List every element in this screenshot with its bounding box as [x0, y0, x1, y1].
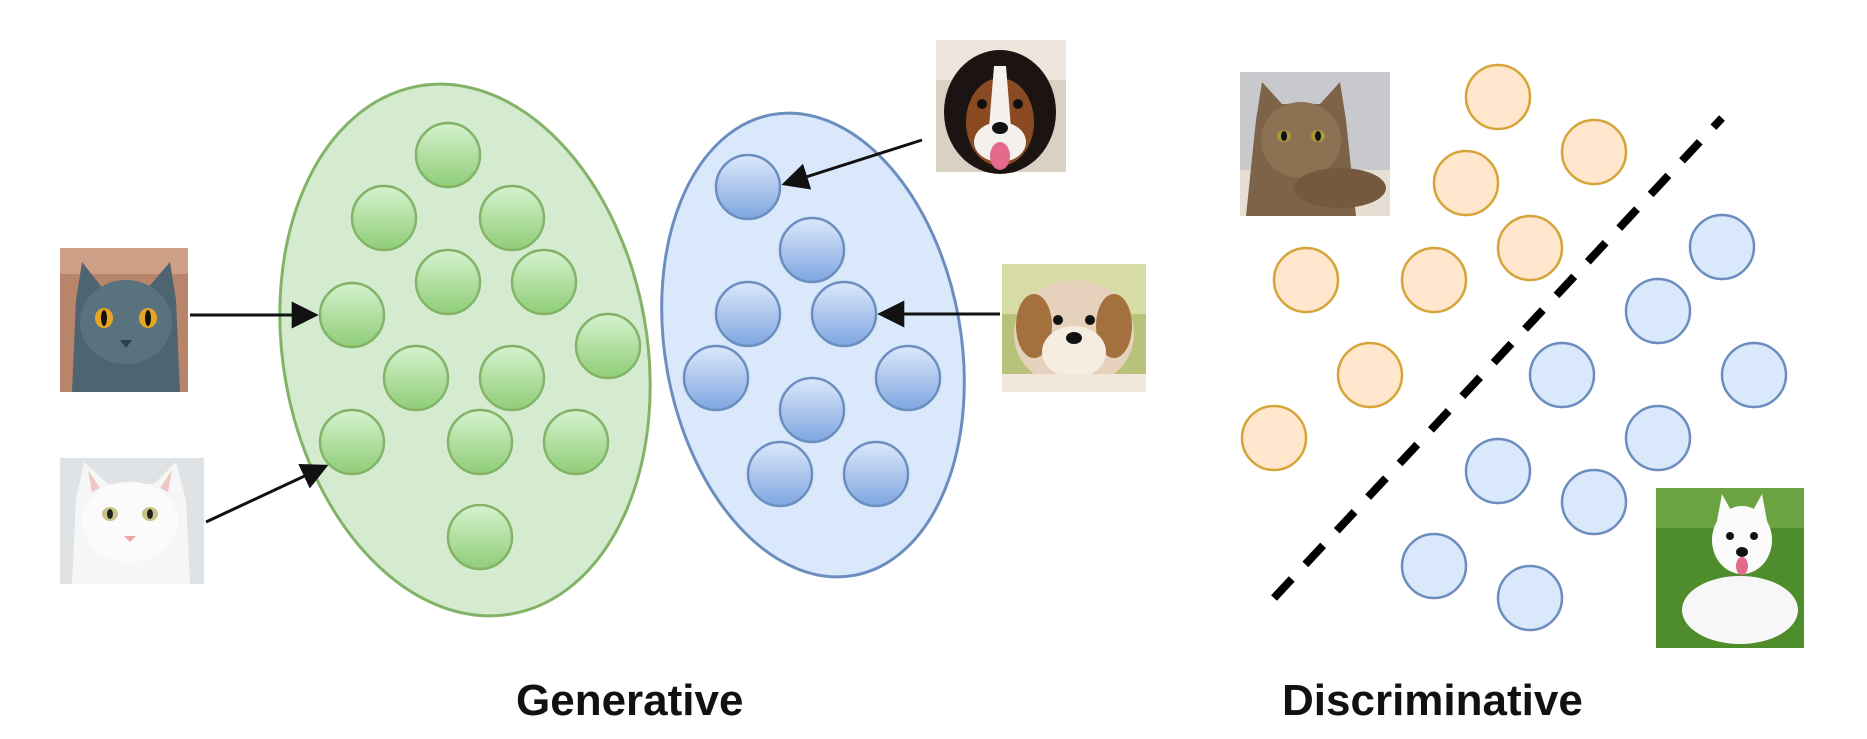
- dog-node: [714, 153, 782, 221]
- decision-boundary: [1271, 115, 1725, 601]
- cat-sample-point: [1560, 118, 1628, 186]
- dog-sample-point: [1560, 468, 1628, 536]
- dog-sample-point: [1400, 532, 1468, 600]
- dog-node: [874, 344, 942, 412]
- discriminative-caption: Discriminative: [1282, 676, 1583, 725]
- dog-node: [842, 440, 910, 508]
- arrow-bernese-dog: [781, 138, 923, 190]
- discriminative-panel: [1240, 63, 1804, 648]
- dog-node: [714, 280, 782, 348]
- cat-node: [574, 312, 642, 380]
- cat-sample-point: [1496, 214, 1564, 282]
- dog-sample-point: [1496, 564, 1564, 632]
- cat-node: [382, 344, 450, 412]
- sample-arrows: [190, 138, 1000, 524]
- dog-sample-point: [1688, 213, 1756, 281]
- cat-sample-point: [1432, 149, 1500, 217]
- shih-tzu-dog-photo-icon: [1002, 264, 1146, 392]
- arrow-white-cat: [205, 464, 329, 524]
- cat-node: [478, 344, 546, 412]
- dog-sample-point: [1624, 277, 1692, 345]
- cat-node: [350, 184, 418, 252]
- cat-sample-point: [1272, 246, 1340, 314]
- cat-node: [414, 248, 482, 316]
- generative-panel: [60, 40, 1146, 618]
- dog-sample-point: [1464, 437, 1532, 505]
- dog-node: [778, 216, 846, 284]
- dog-sample-point: [1720, 341, 1788, 409]
- cat-node: [318, 408, 386, 476]
- tabby-cat-photo-icon: [1240, 72, 1390, 216]
- gray-cat-photo-icon: [60, 248, 188, 392]
- cat-sample-point: [1240, 404, 1308, 472]
- dog-node: [778, 376, 846, 444]
- white-dog-photo-icon: [1656, 488, 1804, 648]
- dog-cluster: [682, 153, 942, 508]
- cat-node: [318, 281, 386, 349]
- dog-samples: [1400, 213, 1788, 632]
- cat-sample-point: [1464, 63, 1532, 131]
- generative-caption: Generative: [516, 676, 744, 725]
- dog-sample-point: [1528, 341, 1596, 409]
- cat-node: [446, 503, 514, 571]
- cat-sample-point: [1400, 246, 1468, 314]
- cat-samples: [1240, 63, 1628, 472]
- cat-node: [510, 248, 578, 316]
- dog-sample-point: [1624, 404, 1692, 472]
- dog-node: [682, 344, 750, 412]
- cat-sample-point: [1336, 341, 1404, 409]
- white-cat-photo-icon: [60, 458, 204, 584]
- cat-node: [446, 408, 514, 476]
- bernese-dog-photo-icon: [936, 40, 1066, 174]
- dog-node: [746, 440, 814, 508]
- cat-cluster: [318, 121, 642, 571]
- dog-node: [810, 280, 878, 348]
- cat-node: [414, 121, 482, 189]
- cat-node: [542, 408, 610, 476]
- cat-node: [478, 184, 546, 252]
